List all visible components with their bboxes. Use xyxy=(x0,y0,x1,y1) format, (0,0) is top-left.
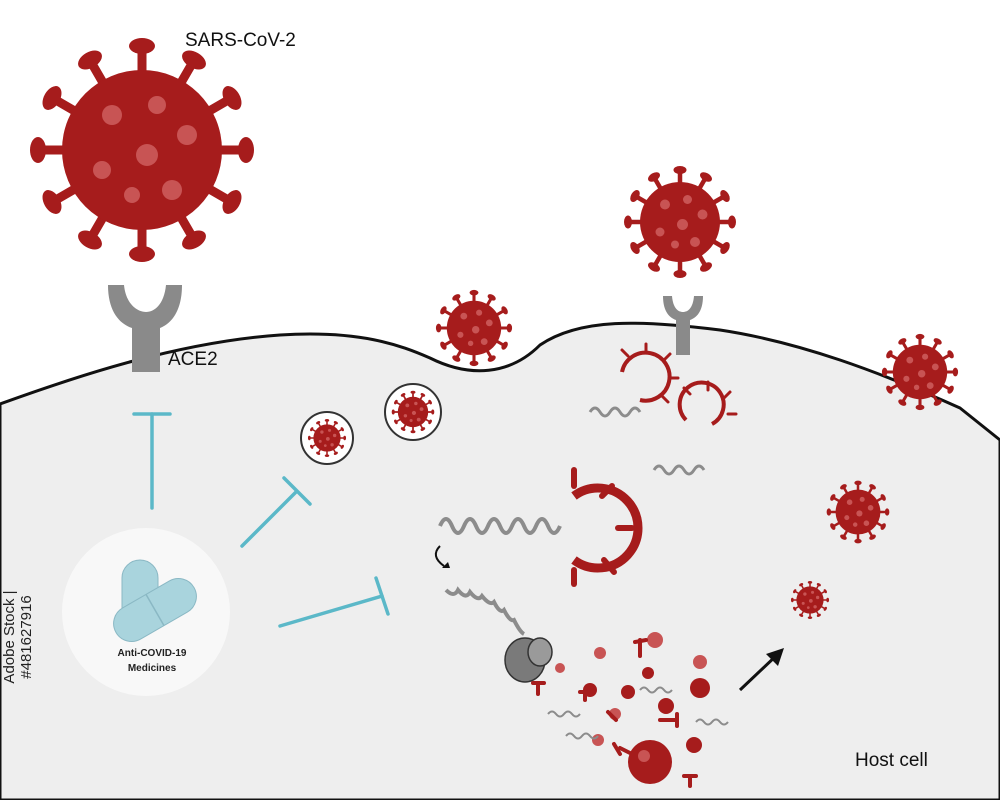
virus-uncoating-2 xyxy=(677,380,738,426)
rna-strand-translation xyxy=(444,586,526,636)
rna-strand-1 xyxy=(588,406,642,418)
stock-watermark-id: Adobe Stock | #481627916 xyxy=(1,590,35,684)
virus-attached-right xyxy=(624,166,736,278)
medicine-label-line2: Medicines xyxy=(127,663,177,674)
inhibitor-ace2 xyxy=(132,412,172,510)
host-cell-label: Host cell xyxy=(855,750,928,771)
small-rna-fragments xyxy=(547,686,729,740)
ribosome-icon xyxy=(504,637,553,683)
virus-name-label: SARS-CoV-2 xyxy=(185,30,296,51)
endosome-2 xyxy=(384,383,442,441)
rna-strand-2 xyxy=(652,464,706,476)
release-arrow-icon xyxy=(738,648,784,692)
rna-strand-main xyxy=(438,517,562,535)
virus-uncoating-1 xyxy=(620,342,680,404)
medicine-panel xyxy=(62,528,230,696)
sars-cov-2-virus-large xyxy=(30,38,254,262)
inhibitor-endocytosis xyxy=(240,476,312,548)
viral-proteins xyxy=(555,632,710,784)
rna-curl-arrow xyxy=(434,545,445,567)
spike-protein-pieces xyxy=(531,638,698,788)
pills-icon xyxy=(113,559,197,642)
endosome-1 xyxy=(300,411,354,465)
inhibitor-replication xyxy=(278,576,390,628)
receptor-label: ACE2 xyxy=(168,349,218,370)
ace2-receptor-small xyxy=(663,296,703,355)
medicine-label-line1: Anti-COVID-19 xyxy=(117,648,187,659)
ace2-receptor-large xyxy=(108,285,182,372)
virus-entering-membrane xyxy=(434,288,514,368)
capsid-uncoating-large xyxy=(571,467,643,587)
